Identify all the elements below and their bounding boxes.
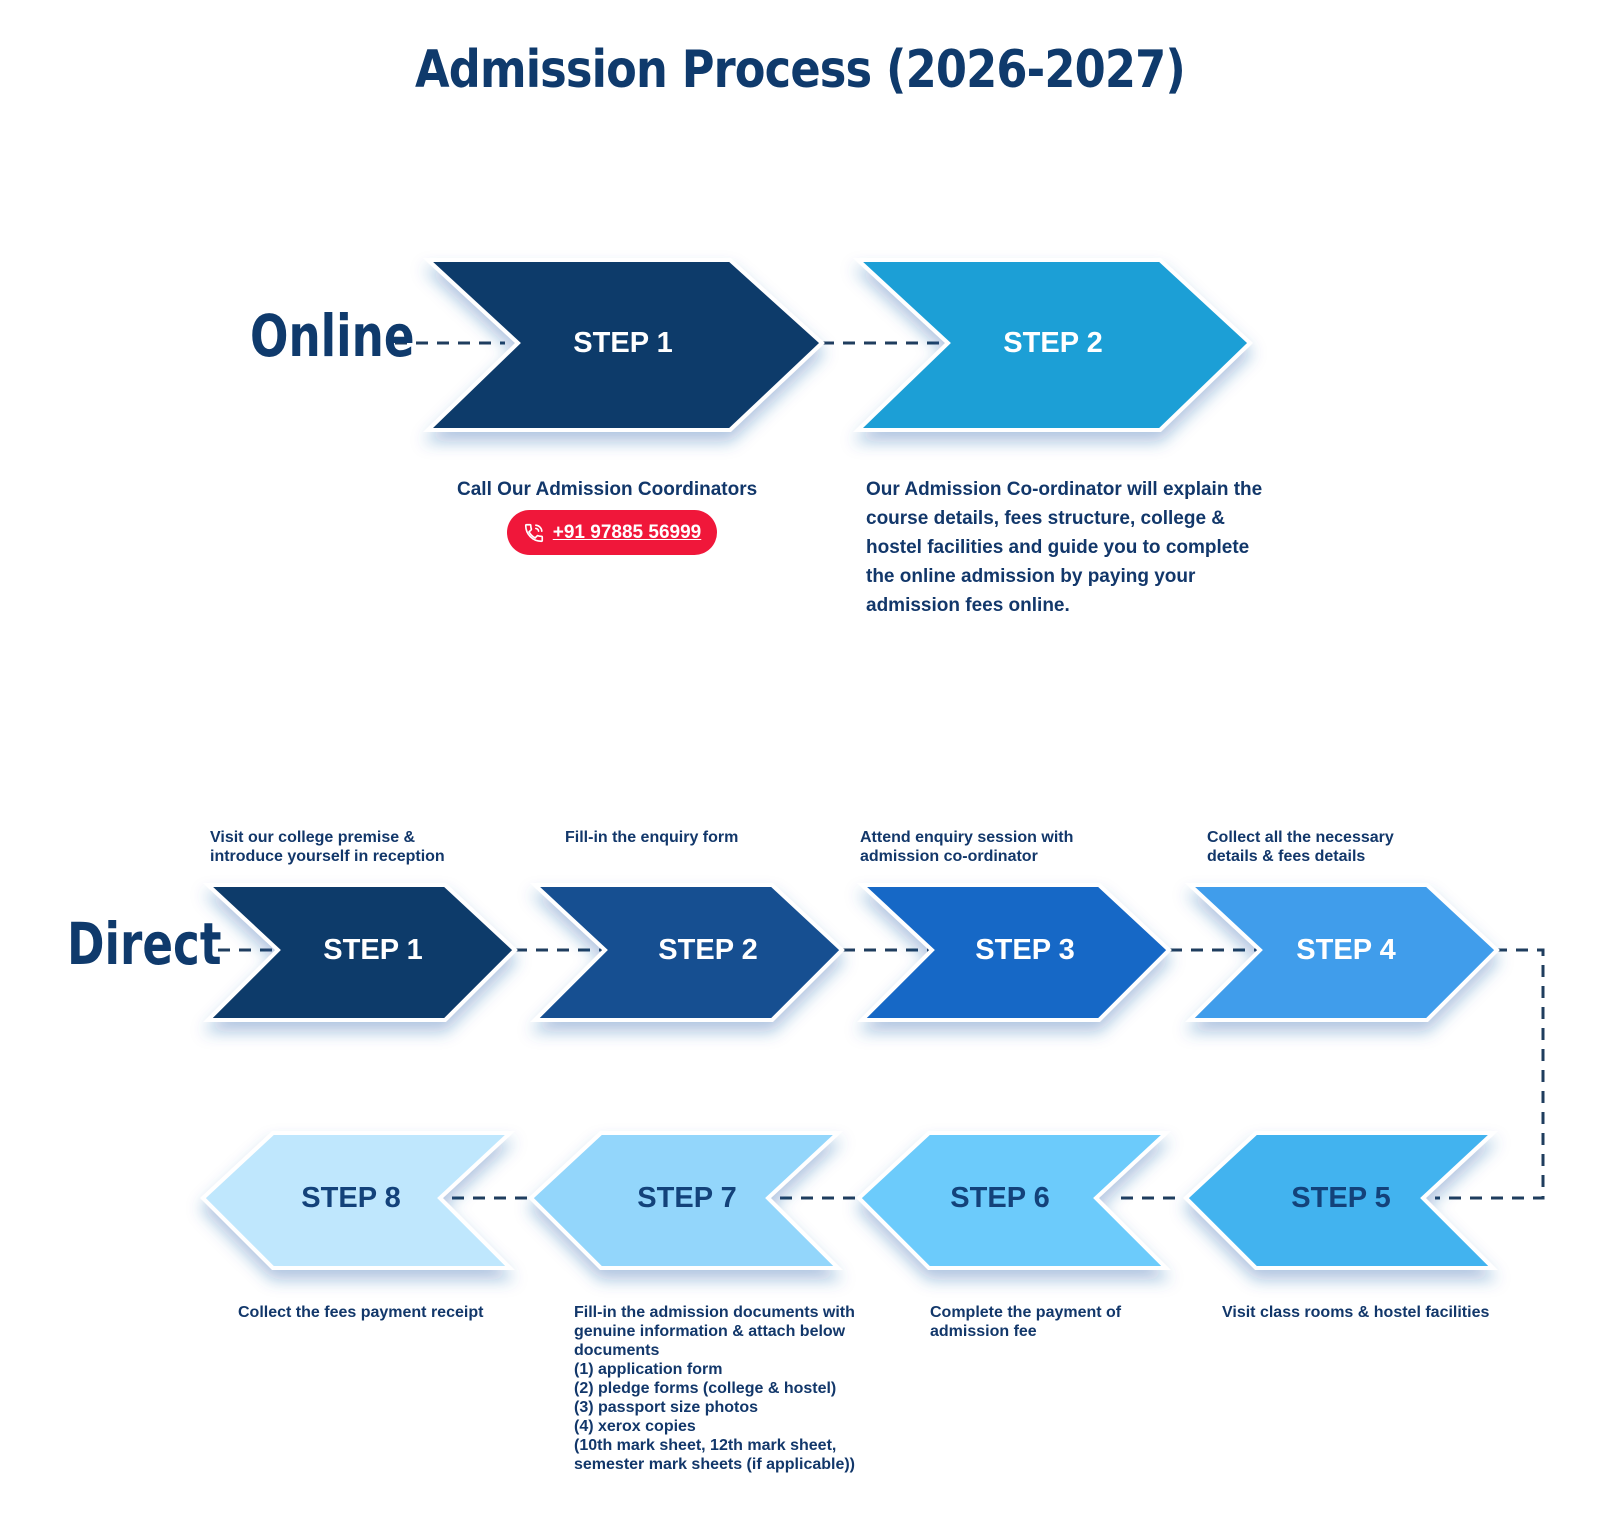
direct-chevron-step3	[856, 883, 1172, 1022]
direct-step2-label: STEP 2	[658, 934, 758, 966]
online-chevron-step1	[422, 258, 825, 432]
phone-pill[interactable]: +91 97885 56999	[507, 510, 717, 555]
direct-chevron-step1	[202, 883, 518, 1022]
direct-step6-label: STEP 6	[950, 1182, 1050, 1214]
online-step2-label: STEP 2	[1003, 327, 1103, 359]
direct-step8-label: STEP 8	[301, 1182, 401, 1214]
direct-chevron-step7	[528, 1131, 844, 1270]
online-step1-label: STEP 1	[573, 327, 673, 359]
direct-chevron-step6	[856, 1131, 1172, 1270]
direct-chevron-step8	[200, 1131, 516, 1270]
direct-step1-label: STEP 1	[323, 934, 423, 966]
direct-chevron-step4	[1184, 883, 1500, 1022]
direct-step3-desc: Attend enquiry session with admission co…	[860, 829, 1074, 865]
direct-step7-desc: Fill-in the admission documents with gen…	[574, 1304, 856, 1473]
phone-link[interactable]: +91 97885 56999	[552, 521, 702, 543]
direct-step6-desc: Complete the payment of admission fee	[930, 1304, 1122, 1340]
online-step2-desc: Our Admission Co-ordinator will explain …	[866, 479, 1263, 616]
direct-step1-desc: Visit our college premise & introduce yo…	[210, 829, 445, 865]
online-label: Online	[250, 302, 415, 370]
phone-icon	[524, 523, 543, 542]
direct-step4-label: STEP 4	[1296, 934, 1396, 966]
connector-lines	[218, 341, 1545, 1200]
online-chevron-step2	[852, 258, 1253, 432]
online-step1-desc: Call Our Admission Coordinators	[457, 479, 758, 500]
direct-chevron-step2	[529, 883, 845, 1022]
direct-step5-desc: Visit class rooms & hostel facilities	[1222, 1304, 1490, 1321]
direct-step3-label: STEP 3	[975, 934, 1075, 966]
direct-step7-label: STEP 7	[637, 1182, 737, 1214]
direct-chevron-step5	[1183, 1131, 1499, 1270]
direct-step4-desc: Collect all the necessary details & fees…	[1207, 829, 1394, 865]
connector-direct-step4-step5	[1435, 948, 1545, 1200]
direct-step5-label: STEP 5	[1291, 1182, 1391, 1214]
direct-step8-desc: Collect the fees payment receipt	[238, 1304, 484, 1321]
direct-step2-desc: Fill-in the enquiry form	[565, 829, 739, 846]
direct-label: Direct	[67, 910, 222, 978]
page-title: Admission Process (2026-2027)	[415, 40, 1186, 100]
